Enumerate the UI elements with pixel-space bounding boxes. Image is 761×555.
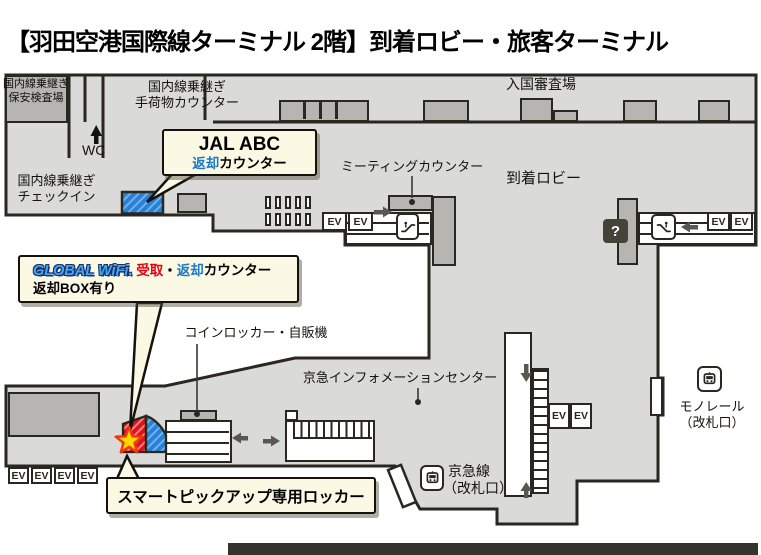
immigration-counter-c xyxy=(520,98,553,122)
bottom-left-room xyxy=(8,392,100,437)
jal-abc-title: JAL ABC xyxy=(198,134,281,155)
smart-pickup-callout: スマートピックアップ専用ロッカー xyxy=(106,477,376,514)
meeting-counter-box xyxy=(388,195,433,211)
jal-abc-callout: JAL ABC 返却カウンター xyxy=(162,129,317,176)
elevator-badge: EV xyxy=(570,403,592,429)
kiosk-bar xyxy=(275,213,281,226)
label-domestic-security: 国内線乗継ぎ保安検査場 xyxy=(3,78,69,104)
keikyu-train-icon xyxy=(420,465,444,491)
immigration-counter-d xyxy=(623,100,657,122)
jal-abc-counter-marker xyxy=(120,190,165,215)
global-wifi-callout: GLOBAL WiFi. 受取・返却カウンター 返却BOX有り xyxy=(18,255,299,303)
escalator-icon xyxy=(396,213,419,240)
elevator-badge: EV xyxy=(548,403,570,429)
elevator-badge: EV xyxy=(54,467,75,484)
global-wifi-logo: GLOBAL WiFi. xyxy=(33,263,133,279)
global-wifi-line1: GLOBAL WiFi. 受取・返却カウンター xyxy=(33,263,272,279)
global-wifi-callout-tail xyxy=(128,301,164,432)
kiosk-bar xyxy=(295,196,301,209)
jal-abc-subtitle: 返却カウンター xyxy=(192,156,287,171)
star-marker-icon xyxy=(114,425,144,454)
monorail-train-icon xyxy=(697,366,722,392)
pillar-left xyxy=(432,196,456,266)
global-wifi-counter-marker-red xyxy=(121,414,148,454)
smart-pickup-text: スマートピックアップ専用ロッカー xyxy=(117,488,365,506)
immigration-counter-e xyxy=(698,100,730,122)
kiosk-bar xyxy=(285,213,291,226)
locker-escalator-structure xyxy=(165,420,232,463)
label-wc: WC xyxy=(82,142,106,158)
kiosk-bar xyxy=(305,213,311,226)
kiosk-bar xyxy=(305,196,311,209)
elevator-badge: EV xyxy=(77,467,98,484)
kiosk-bar xyxy=(275,196,281,209)
kiosk-bar xyxy=(295,213,301,226)
global-wifi-counter-marker-blue xyxy=(144,414,168,454)
elevator-badge: EV xyxy=(31,467,52,484)
keikyu-corridor xyxy=(504,332,532,497)
bottom-structure-band xyxy=(228,543,758,555)
elevator-badge: EV xyxy=(322,212,347,231)
walkway-escalator-box xyxy=(386,463,418,509)
label-coin-locker: コインロッカー・自販機 xyxy=(184,325,328,340)
label-monorail: モノレール（改札口） xyxy=(679,399,745,430)
elevator-badge: EV xyxy=(707,212,730,231)
stair-escalator-structure xyxy=(285,420,375,462)
security-check-room xyxy=(5,75,68,123)
keikyu-staircase xyxy=(532,368,549,494)
label-arrival-lobby: 到着ロビー xyxy=(506,170,582,187)
global-wifi-note: 返却BOX有り xyxy=(33,281,117,296)
elevator-badge: EV xyxy=(730,212,753,231)
label-immigration: 入国審査場 xyxy=(506,76,576,92)
kiosk-bar xyxy=(265,196,271,209)
counter-box-gray xyxy=(177,193,207,213)
label-meeting-counter: ミーティングカウンター xyxy=(340,159,484,174)
immigration-counter-c2 xyxy=(553,110,578,122)
monorail-gate-opening xyxy=(650,377,663,416)
page-title: 【羽田空港国際線ターミナル 2階】到着ロビー・旅客ターミナル xyxy=(6,29,669,56)
immigration-counter-b xyxy=(423,100,469,122)
elevator-badge: EV xyxy=(348,212,373,231)
kiosk-bar xyxy=(265,213,271,226)
information-question-icon: ? xyxy=(603,219,628,243)
elevator-badge: EV xyxy=(8,467,29,484)
label-keikyu-line: 京急線（改札口） xyxy=(443,463,513,496)
label-domestic-checkin: 国内線乗継ぎチェックイン xyxy=(17,173,96,204)
kiosk-bar xyxy=(285,196,291,209)
label-domestic-baggage: 国内線乗継ぎ手荷物カウンター xyxy=(134,79,239,110)
escalator-icon xyxy=(651,214,676,240)
immigration-counter-a xyxy=(279,100,369,122)
label-keikyu-info: 京急インフォメーションセンター xyxy=(302,370,498,385)
